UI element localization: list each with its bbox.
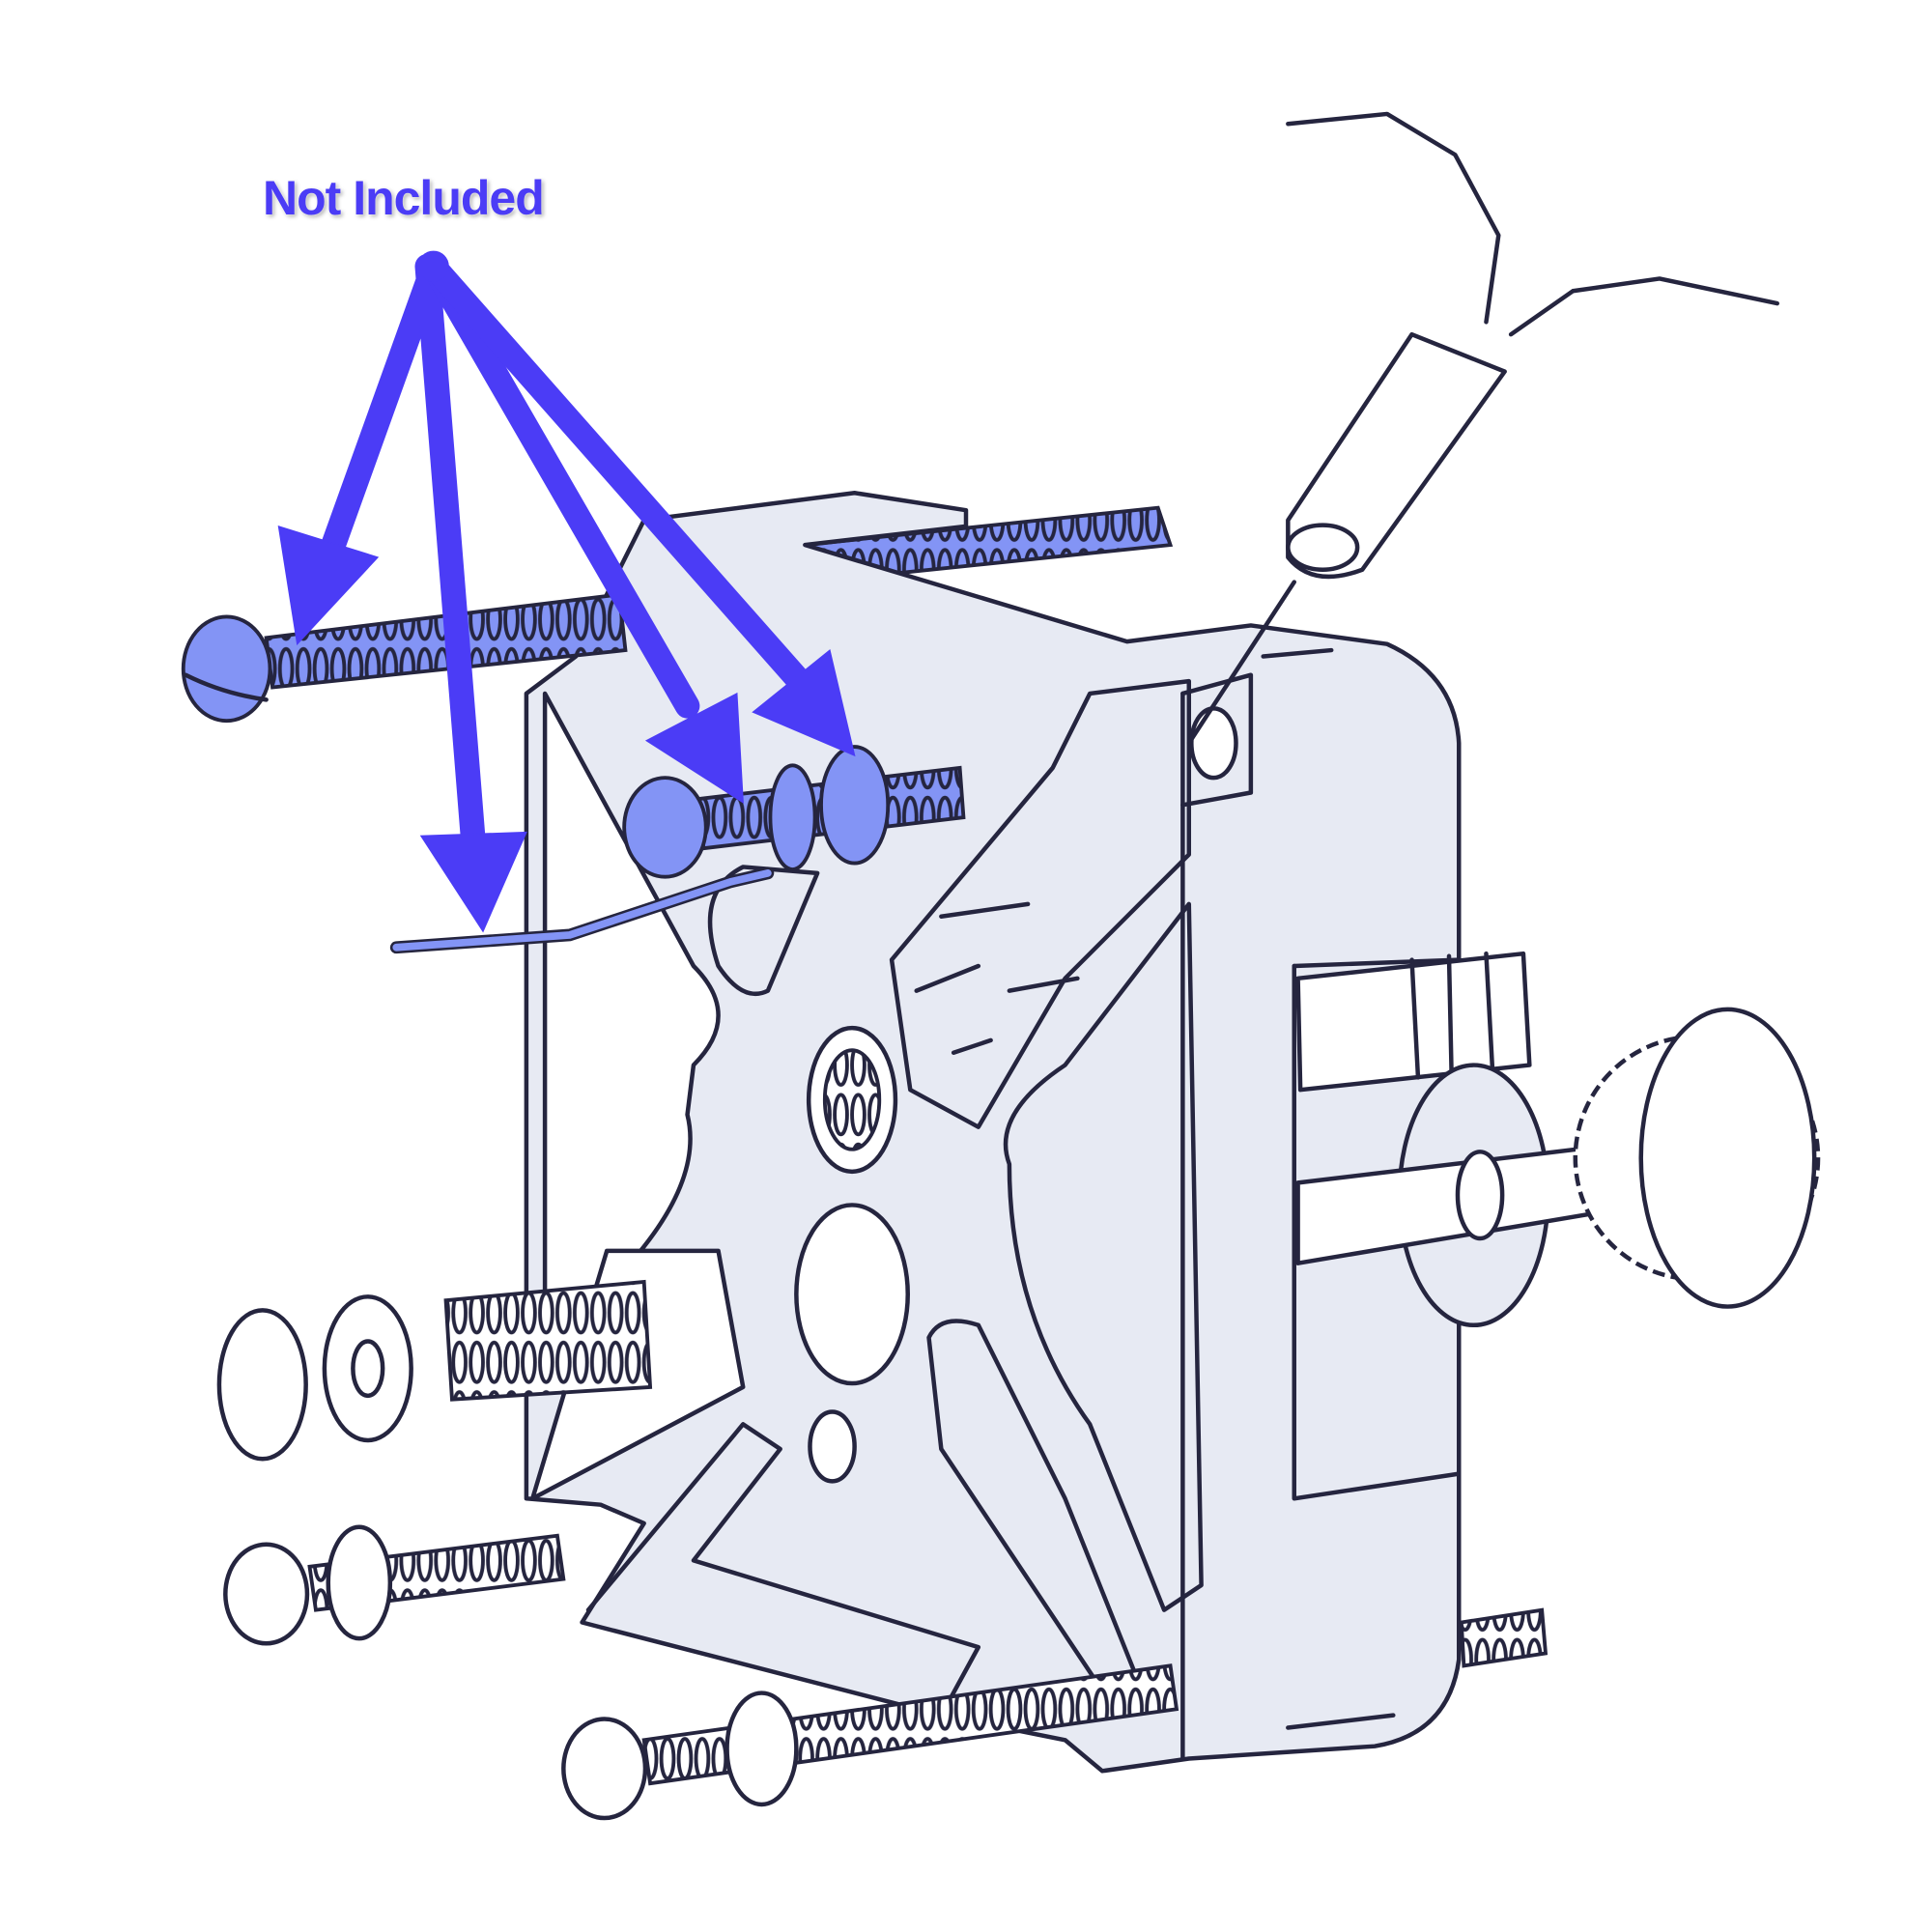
output-shaft-and-gear bbox=[1295, 951, 1821, 1328]
spring-and-washers bbox=[216, 1279, 653, 1462]
arrow-to-long-screw bbox=[277, 253, 446, 646]
annotation-arrows bbox=[277, 250, 856, 933]
arrow-to-washer bbox=[420, 253, 856, 757]
not-included-label: Not Included bbox=[263, 171, 545, 225]
lock-washer bbox=[216, 1308, 308, 1462]
wire-lead-not-included bbox=[389, 867, 775, 954]
spring bbox=[443, 1279, 653, 1402]
arrow-to-screw-head bbox=[420, 253, 744, 804]
arrow-to-wire bbox=[414, 253, 527, 933]
lower-screw-2 bbox=[561, 1607, 1548, 1821]
lower-screw-1 bbox=[223, 1524, 566, 1646]
gear-face bbox=[1638, 1007, 1817, 1309]
short-screw-not-included bbox=[622, 745, 966, 879]
wire-connector bbox=[1186, 111, 1779, 746]
